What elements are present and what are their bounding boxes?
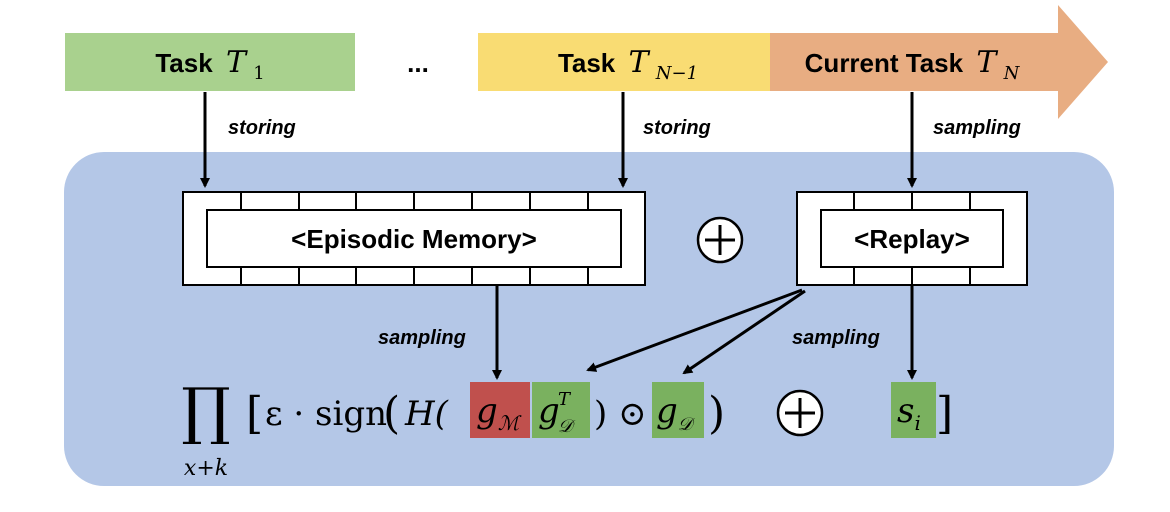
close-paren: ): [708, 388, 725, 439]
g-d-highlight: [652, 382, 704, 438]
g-m-highlight: [470, 382, 530, 438]
g-d-t-term: g: [538, 391, 560, 431]
storing-label-left: storing: [228, 117, 296, 139]
product-symbol: ∏: [181, 374, 230, 447]
storing-label-right: storing: [643, 117, 711, 139]
oplus-icon-formula: [776, 389, 824, 437]
task-n-minus-1-box: [478, 33, 770, 91]
close-odot: ) ⊙: [594, 394, 647, 434]
s-i-highlight: [891, 382, 936, 438]
task-1-label: Task T 1: [155, 45, 264, 84]
task-ellipsis: ...: [407, 48, 429, 78]
g-m-term: gℳ: [476, 391, 522, 435]
close-bracket: ]: [936, 388, 953, 439]
replay-arrow-to-gD: [682, 289, 806, 375]
current-task-arrow: [770, 5, 1108, 119]
episodic-memory-buffer: [182, 191, 646, 286]
current-task-label: Current Task T N: [805, 45, 1021, 84]
open-paren: (: [383, 388, 400, 439]
oplus-icon-middle: [696, 216, 744, 264]
g-d-term: g𝒟: [656, 391, 696, 435]
g-d-t-superscript: T: [558, 389, 572, 410]
open-bracket: [: [246, 388, 263, 439]
sampling-label-top: sampling: [933, 117, 1021, 139]
replay-arrow-to-gDT: [586, 288, 803, 372]
replay-buffer: [796, 191, 1028, 286]
sampling-label-memory: sampling: [378, 327, 466, 349]
sampling-label-replay: sampling: [792, 327, 880, 349]
epsilon-sign: ε · sign: [265, 394, 387, 434]
h-open: H(: [404, 394, 449, 434]
episodic-memory-label: <Episodic Memory>: [291, 224, 537, 254]
task-1-box: [65, 33, 355, 91]
s-i-term: si: [897, 391, 921, 435]
task-n-minus-1-label: Task T N−1: [558, 45, 698, 84]
g-d-t-subscript: 𝒟: [558, 416, 576, 437]
product-subscript: x+k: [184, 456, 228, 481]
replay-label: <Replay>: [854, 224, 970, 254]
g-d-t-highlight: [532, 382, 590, 438]
